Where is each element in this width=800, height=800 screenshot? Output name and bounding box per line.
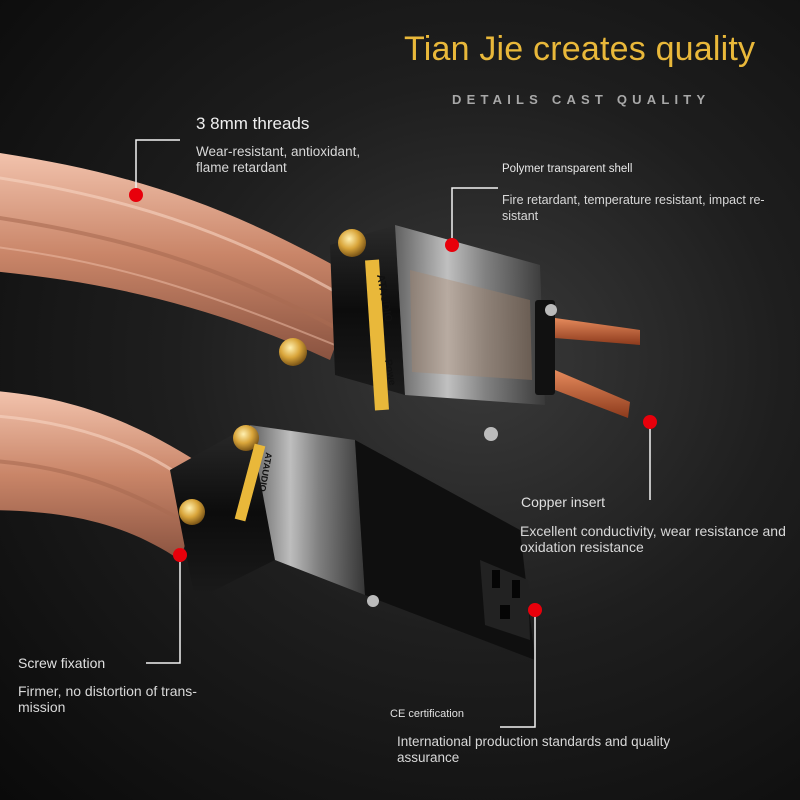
- callout-screw-title: Screw fixation: [18, 655, 106, 671]
- gold-screw-icon: [279, 338, 307, 366]
- gold-screw-icon: [179, 499, 205, 525]
- marker-dot: [173, 548, 187, 562]
- subheadline: DETAILS CAST QUALITY: [452, 92, 711, 107]
- callout-ce-desc: International production standards and q…: [397, 734, 671, 765]
- callout-threads-desc: Wear-resistant, antioxidant, flame retar…: [196, 144, 361, 175]
- plug-word-text: Powe: [382, 359, 397, 387]
- callout-shell-title: Polymer transparent shell: [502, 163, 633, 175]
- callout-markers: [129, 188, 657, 617]
- marker-dot: [445, 238, 459, 252]
- callout-ce-title: CE certification: [390, 708, 464, 720]
- upper-cable: [0, 152, 360, 360]
- callout-copper-title: Copper insert: [521, 494, 606, 510]
- lower-connector: ATAUDIO: [170, 425, 535, 660]
- marker-dot: [528, 603, 542, 617]
- marker-dot: [643, 415, 657, 429]
- upper-plug: ATAUDIO Powe: [279, 225, 640, 441]
- gold-screw-icon: [233, 425, 259, 451]
- headline: Tian Jie creates quality: [404, 30, 756, 68]
- marker-dot: [129, 188, 143, 202]
- callout-copper-desc: Excellent conductivity, wear resistance …: [520, 523, 786, 555]
- callout-shell-desc: Fire retardant, temperature resistant, i…: [502, 193, 765, 223]
- callout-screw-desc: Firmer, no distortion of trans-mission: [18, 683, 197, 715]
- callout-threads-title: 3 8mm threads: [196, 114, 310, 133]
- callout-lines: [135, 139, 651, 728]
- gold-screw-icon: [338, 229, 366, 257]
